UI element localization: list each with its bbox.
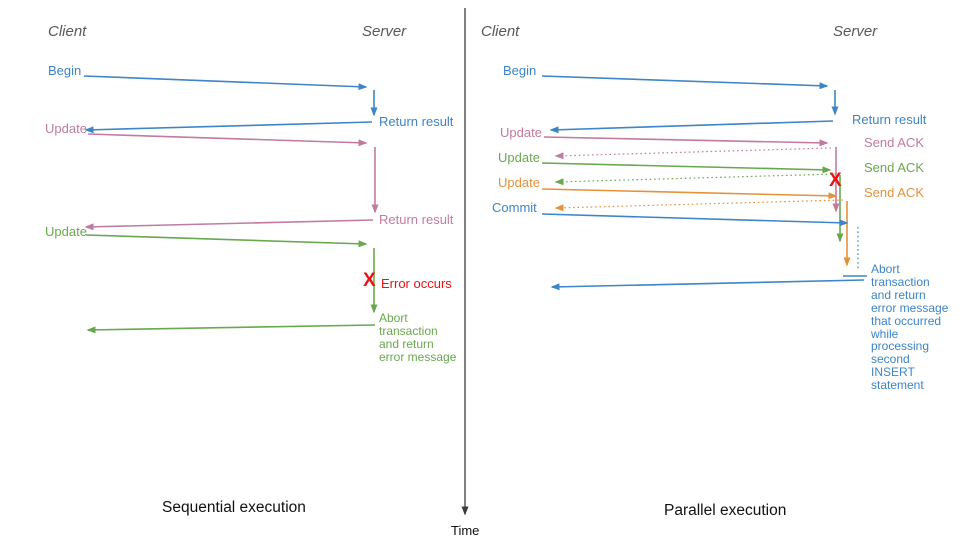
seq-update-2-request-arrow: [85, 234, 368, 248]
par-commit-request-arrow: [541, 213, 849, 227]
par-update-1-label: Update: [500, 125, 542, 140]
seq-return-result-1-arrow: [84, 121, 373, 134]
par-update-3-request-arrow: [541, 188, 838, 200]
seq-client-header: Client: [48, 23, 87, 40]
seq-begin-label: Begin: [48, 63, 82, 78]
seq-error-x-icon: X: [363, 270, 376, 291]
seq-error-label: Error occurs: [381, 276, 452, 291]
par-abort-response-arrow: [550, 279, 865, 291]
par-error-x-icon: X: [829, 170, 842, 191]
par-send-ack-3-label: Send ACK: [864, 185, 924, 200]
par-send-ack-2-arrow: [554, 173, 837, 186]
par-begin-request-arrow: [541, 75, 829, 90]
par-send-ack-1-label: Send ACK: [864, 135, 924, 150]
time-axis-label: Time: [451, 523, 480, 538]
par-return-result-label: Return result: [852, 112, 927, 127]
par-send-ack-3-arrow: [554, 199, 844, 212]
seq-return-result-2-arrow: [84, 219, 374, 231]
par-commit-label: Commit: [492, 200, 537, 215]
seq-update-2-label: Update: [45, 224, 87, 239]
par-update-1-request-arrow: [543, 136, 829, 147]
par-update-3-label: Update: [498, 175, 540, 190]
seq-update-1-request-arrow: [87, 133, 368, 147]
par-server-header: Server: [833, 23, 878, 40]
par-begin-label: Begin: [503, 63, 537, 78]
par-update-2-label: Update: [498, 150, 540, 165]
seq-update-1-label: Update: [45, 121, 87, 136]
par-abort-text: Abort transaction and return error messa…: [871, 262, 949, 393]
seq-abort-text: Abort transaction and return error messa…: [379, 311, 457, 364]
par-return-result-arrow: [549, 120, 834, 134]
par-client-header: Client: [481, 23, 520, 40]
seq-return-result-1-label: Return result: [379, 114, 454, 129]
seq-caption: Sequential execution: [162, 499, 306, 516]
par-send-ack-1-arrow: [554, 147, 832, 160]
seq-abort-response-arrow: [86, 324, 376, 334]
seq-begin-request-arrow: [83, 75, 368, 91]
seq-return-result-2-label: Return result: [379, 212, 454, 227]
par-update-2-request-arrow: [541, 162, 832, 174]
seq-server-header: Server: [362, 23, 407, 40]
par-caption: Parallel execution: [664, 502, 787, 519]
par-send-ack-2-label: Send ACK: [864, 160, 924, 175]
